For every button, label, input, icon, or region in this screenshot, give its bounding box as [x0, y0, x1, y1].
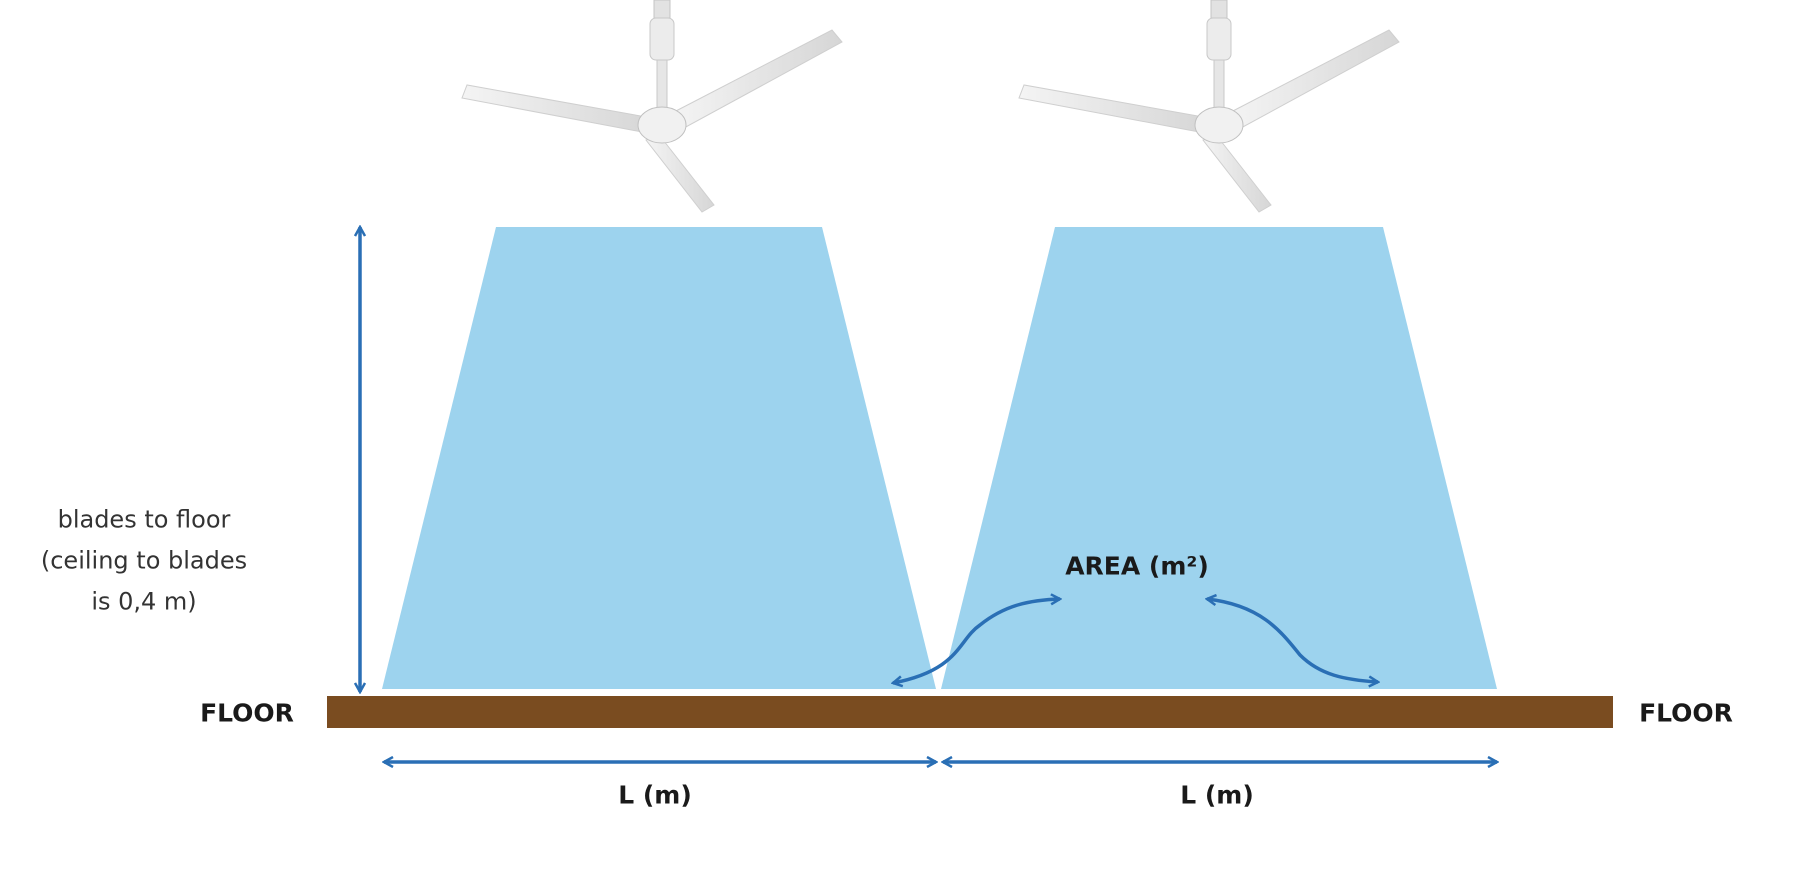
area-arrow-right [1207, 599, 1378, 682]
length-label-right: L (m) [1180, 780, 1254, 810]
height-note: blades to floor (ceiling to blades is 0,… [41, 500, 247, 623]
height-note-line: blades to floor [57, 505, 231, 534]
height-note-line: (ceiling to blades [40, 546, 248, 575]
floor-bar [327, 696, 1613, 728]
ceiling-fan-icon [1018, 0, 1400, 213]
floor-label-right: FLOOR [1639, 698, 1733, 728]
ceiling-fan-icon [461, 0, 843, 213]
airflow-zone-right [941, 227, 1497, 689]
area-arrow-left [893, 599, 1060, 683]
floor-label-left: FLOOR [200, 698, 294, 728]
area-label: AREA (m²) [1065, 551, 1209, 581]
length-label-left: L (m) [618, 780, 692, 810]
height-note-line: is 0,4 m) [91, 587, 197, 616]
airflow-zone-left [382, 227, 936, 689]
